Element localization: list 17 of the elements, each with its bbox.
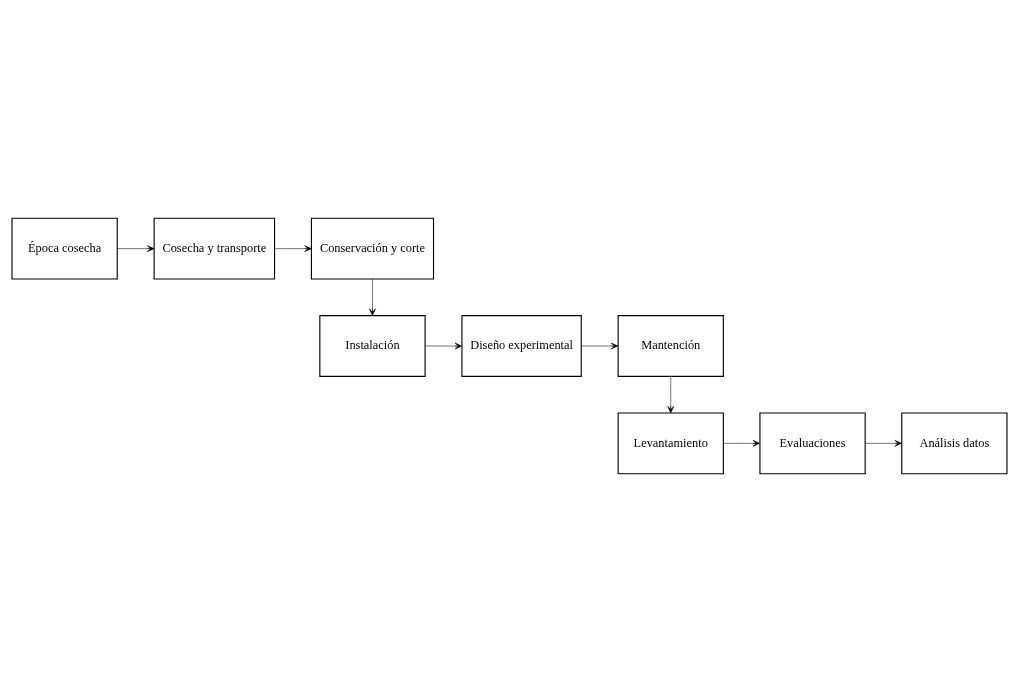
- arrow: [424, 342, 462, 350]
- node-box: Análisis datos: [900, 412, 1008, 475]
- arrow: [580, 342, 618, 350]
- node-box: Instalación: [318, 315, 426, 377]
- node-box: Levantamiento: [617, 412, 724, 475]
- node-box: Conservación y corte: [310, 217, 434, 280]
- node-box: Evaluaciones: [758, 412, 866, 475]
- node-box: Mantención: [617, 315, 724, 377]
- arrow: [864, 440, 902, 447]
- arrow: [368, 278, 376, 316]
- arrow: [116, 245, 154, 252]
- node-box: Cosecha y transporte: [153, 217, 275, 280]
- arrow: [666, 376, 674, 414]
- node-box: Diseño experimental: [460, 315, 582, 377]
- arrow: [722, 440, 760, 447]
- node-box: Época cosecha: [10, 217, 118, 280]
- arrow: [273, 245, 312, 252]
